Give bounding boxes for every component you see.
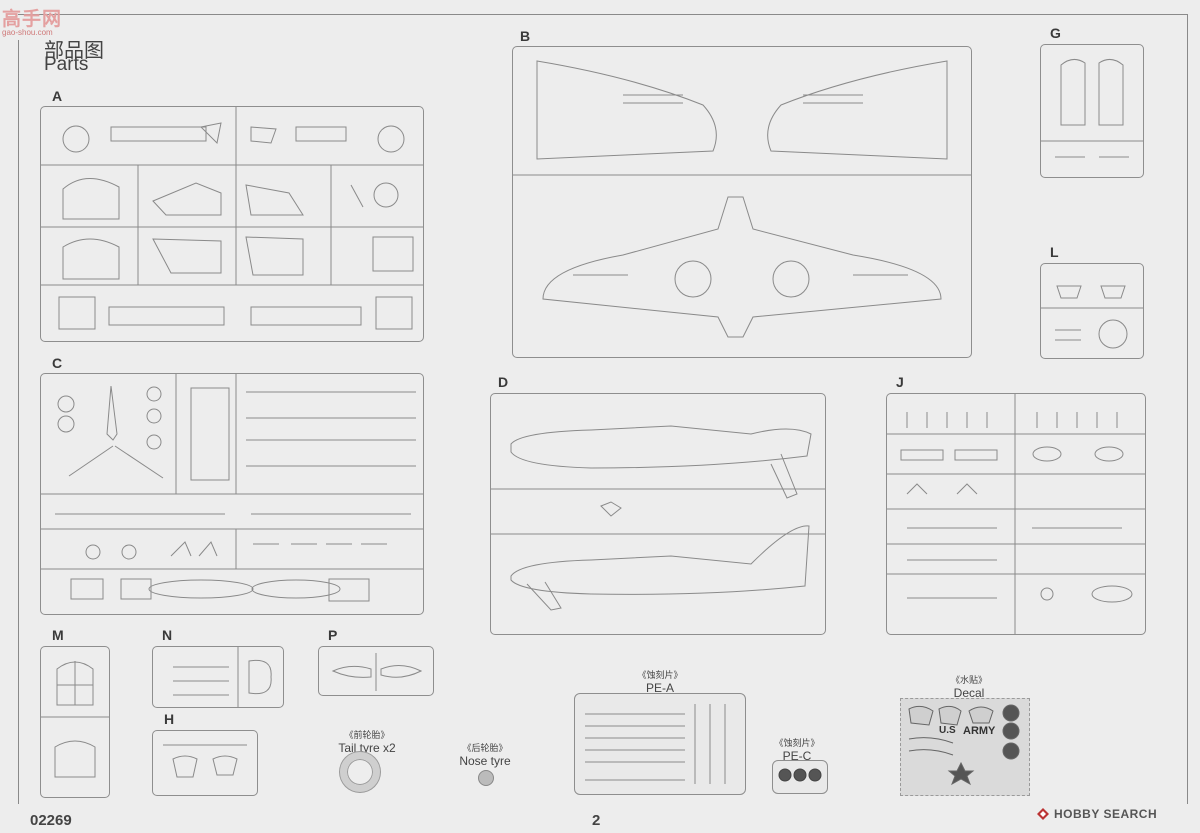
tail-tyre bbox=[340, 752, 380, 792]
sprue-label-n: N bbox=[162, 627, 173, 643]
watermark-subtext: gao-shou.com bbox=[2, 28, 53, 37]
sprue-j-drawing bbox=[887, 394, 1145, 634]
nose-tyre-label-en: Nose tyre bbox=[459, 754, 511, 768]
tail-tyre-caption: 《前轮胎》 Tail tyre x2 bbox=[322, 728, 412, 755]
sprue-p-drawing bbox=[331, 653, 423, 691]
watermark-logo: 高手网 gao-shou.com bbox=[2, 4, 76, 40]
sprue-label-g: G bbox=[1050, 25, 1061, 41]
sprue-m-drawing bbox=[41, 661, 109, 778]
tail-tyre-label-en: Tail tyre x2 bbox=[338, 741, 396, 755]
pe-a-label-cn: 《蚀刻片》 bbox=[637, 670, 683, 680]
decal-sheet: U.S ARMY bbox=[900, 698, 1030, 796]
hobby-search-icon bbox=[1037, 808, 1049, 820]
decal-label-cn: 《水贴》 bbox=[950, 675, 987, 685]
sprue-c bbox=[40, 373, 424, 615]
decal-drawing bbox=[908, 704, 1020, 786]
frame-right bbox=[1187, 14, 1188, 804]
decal-label-en: Decal bbox=[953, 686, 985, 700]
sprue-c-drawing bbox=[41, 374, 423, 602]
sprue-b-drawing bbox=[513, 60, 971, 338]
sprue-h bbox=[152, 730, 258, 796]
sprue-label-m: M bbox=[52, 627, 64, 643]
pe-c-label-cn: 《蚀刻片》 bbox=[774, 738, 820, 748]
sprue-label-d: D bbox=[498, 374, 509, 390]
pe-c-label-en: PE-C bbox=[782, 749, 812, 763]
sprue-d bbox=[490, 393, 826, 635]
frame-top bbox=[18, 14, 1188, 15]
pe-a-label-en: PE-A bbox=[645, 681, 674, 695]
sprue-g-drawing bbox=[1041, 59, 1143, 158]
sprue-l-drawing bbox=[1041, 285, 1143, 349]
pe-a-fret bbox=[574, 693, 746, 795]
sprue-j bbox=[886, 393, 1146, 635]
decal-caption: 《水贴》 Decal bbox=[924, 673, 1014, 700]
page-number: 2 bbox=[592, 812, 601, 829]
hobby-search-text: HOBBY SEARCH bbox=[1054, 807, 1158, 821]
decal-us-marking: U.S bbox=[939, 725, 956, 736]
sprue-label-l: L bbox=[1050, 244, 1059, 260]
page-title-en: Parts bbox=[44, 54, 89, 75]
nose-tyre-caption: 《后轮胎》 Nose tyre bbox=[440, 741, 530, 768]
sprue-b bbox=[512, 46, 972, 358]
sprue-label-j: J bbox=[896, 374, 904, 390]
sprue-a bbox=[40, 106, 424, 342]
sprue-p bbox=[318, 646, 434, 696]
page-title-cn: 部品图 bbox=[44, 40, 104, 62]
sprue-label-h: H bbox=[164, 711, 175, 727]
sprue-label-c: C bbox=[52, 355, 63, 371]
frame-left bbox=[18, 40, 19, 804]
sprue-label-p: P bbox=[328, 627, 338, 643]
nose-tyre-label-cn: 《后轮胎》 bbox=[462, 743, 508, 753]
sprue-n bbox=[152, 646, 284, 708]
pe-c-drawing bbox=[778, 768, 822, 782]
sprue-n-drawing bbox=[173, 647, 272, 707]
pe-c-caption: 《蚀刻片》 PE-C bbox=[752, 736, 842, 763]
pe-a-drawing bbox=[585, 704, 726, 784]
sprue-g bbox=[1040, 44, 1144, 178]
sprue-h-drawing bbox=[163, 744, 247, 778]
decal-army-marking: ARMY bbox=[963, 725, 996, 737]
pe-c-fret bbox=[772, 760, 828, 794]
pe-a-caption: 《蚀刻片》 PE-A bbox=[610, 668, 710, 695]
sprue-d-drawing bbox=[491, 425, 825, 611]
sprue-label-a: A bbox=[52, 88, 63, 104]
sprue-label-b: B bbox=[520, 28, 531, 44]
tail-tyre-label-cn: 《前轮胎》 bbox=[344, 730, 390, 740]
sprue-a-drawing bbox=[41, 107, 423, 330]
sprue-m bbox=[40, 646, 110, 798]
nose-tyre bbox=[478, 770, 494, 786]
sprue-l bbox=[1040, 263, 1144, 359]
watermark-text: 高手网 bbox=[2, 9, 63, 30]
product-code: 02269 bbox=[30, 812, 72, 829]
hobby-search-logo: HOBBY SEARCH bbox=[1036, 806, 1157, 822]
